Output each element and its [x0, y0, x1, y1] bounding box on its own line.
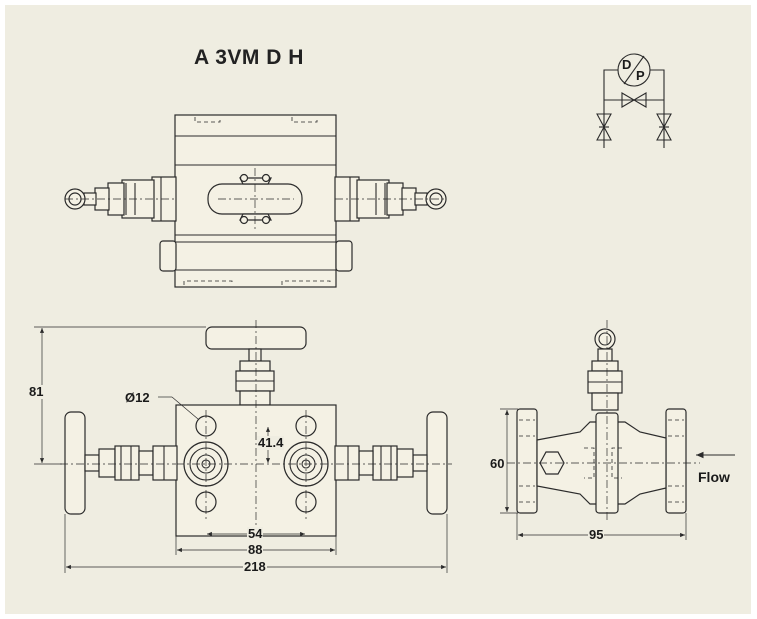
- dim-height-81: 81: [28, 384, 45, 399]
- dim-port-spacing: 54: [247, 526, 264, 541]
- front-view: [34, 320, 452, 573]
- dp-letter-d: D: [622, 57, 632, 72]
- dim-side-height: 60: [489, 456, 506, 471]
- dim-body-width: 88: [247, 542, 264, 557]
- valve-schematic: [596, 53, 672, 148]
- dp-letter-p: P: [636, 68, 645, 83]
- model-title: A 3VM D H: [194, 46, 304, 69]
- flow-label: Flow: [698, 469, 730, 485]
- drawing-panel: [5, 5, 751, 614]
- dim-port-diameter: Ø12: [124, 390, 151, 405]
- side-view: [500, 320, 735, 540]
- top-view: [64, 114, 447, 288]
- dim-vertical-spacing: 41.4: [257, 435, 285, 450]
- dim-overall-width: 218: [243, 559, 267, 574]
- dim-side-width: 95: [588, 527, 605, 542]
